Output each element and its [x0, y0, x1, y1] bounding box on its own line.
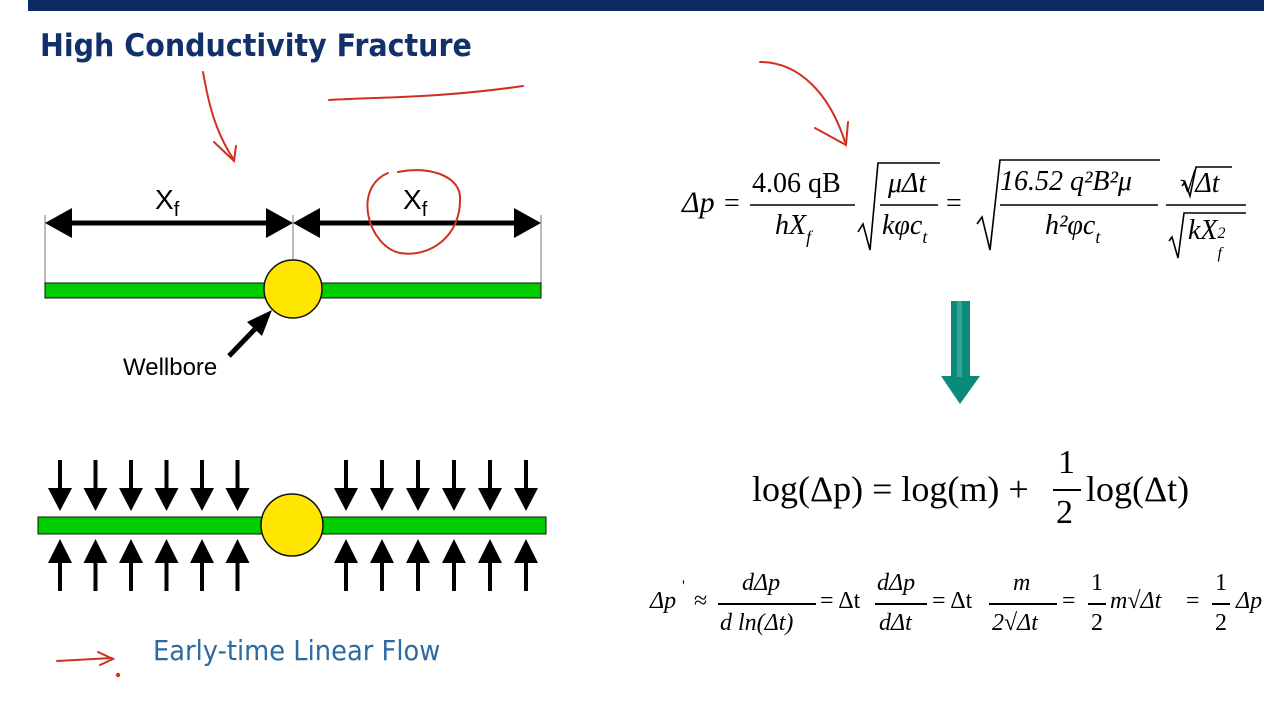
ink-arrowhead-title — [213, 141, 237, 164]
flow-arrow-up — [514, 539, 538, 591]
left-xf-text: X — [155, 184, 174, 215]
flow-arrow-up — [190, 539, 214, 591]
flow-arrow-up — [334, 539, 358, 591]
flow-arrow-down — [154, 460, 179, 511]
flow-arrow-up — [225, 539, 250, 591]
flow-arrows — [48, 460, 538, 591]
flow-arrow-down — [442, 460, 466, 511]
flow-arrow-down — [370, 460, 394, 511]
ink-stroke-equation — [759, 61, 846, 143]
flow-arrow-down — [478, 460, 502, 511]
flow-arrow-down — [119, 460, 143, 511]
flow-arrow-down — [406, 460, 430, 511]
flow-arrow-down — [225, 460, 250, 511]
down-arrow — [941, 301, 980, 404]
flow-arrow-up — [370, 539, 394, 591]
ink-caption-arrowhead — [97, 651, 116, 666]
flow-arrow-up — [406, 539, 430, 591]
ink-arrowhead-equation — [814, 121, 849, 147]
slide-title: High Conductivity Fracture — [40, 28, 472, 64]
flow-arrow-up — [48, 539, 72, 591]
ink-stroke-title — [202, 71, 235, 161]
ink-circle-xf — [366, 169, 462, 255]
ink-caption-arrow — [56, 657, 113, 662]
flow-arrow-up — [442, 539, 466, 591]
wellbore-label: Wellbore — [123, 354, 218, 381]
left-length-arrow — [45, 208, 293, 238]
flow-arrow-up — [154, 539, 179, 591]
flow-arrow-down — [514, 460, 538, 511]
flow-arrow-down — [334, 460, 358, 511]
flow-arrow-up — [119, 539, 143, 591]
flow-arrow-up — [478, 539, 502, 591]
wellbore-circle-bottom — [260, 493, 324, 557]
right-xf-text: X — [403, 184, 422, 215]
caption-text: Early-time Linear Flow — [153, 634, 441, 667]
flow-arrow-down — [83, 460, 108, 511]
flow-arrow-down — [190, 460, 214, 511]
ink-annotations — [56, 61, 849, 678]
right-length-arrow — [293, 208, 541, 238]
right-xf-subscript: f — [421, 199, 428, 221]
left-xf-label: Xf — [155, 184, 179, 222]
ink-underline — [328, 85, 524, 101]
title-bar — [28, 0, 1264, 11]
flow-arrow-down — [48, 460, 72, 511]
linear-flow-diagram — [37, 460, 547, 591]
wellbore-pointer-arrow — [227, 310, 272, 358]
right-xf-label: Xf — [403, 184, 427, 222]
wellbore-circle — [263, 259, 323, 319]
flow-arrow-up — [83, 539, 108, 591]
left-xf-subscript: f — [173, 199, 180, 221]
ink-dot — [115, 672, 121, 678]
eq1-structure — [750, 159, 1246, 259]
